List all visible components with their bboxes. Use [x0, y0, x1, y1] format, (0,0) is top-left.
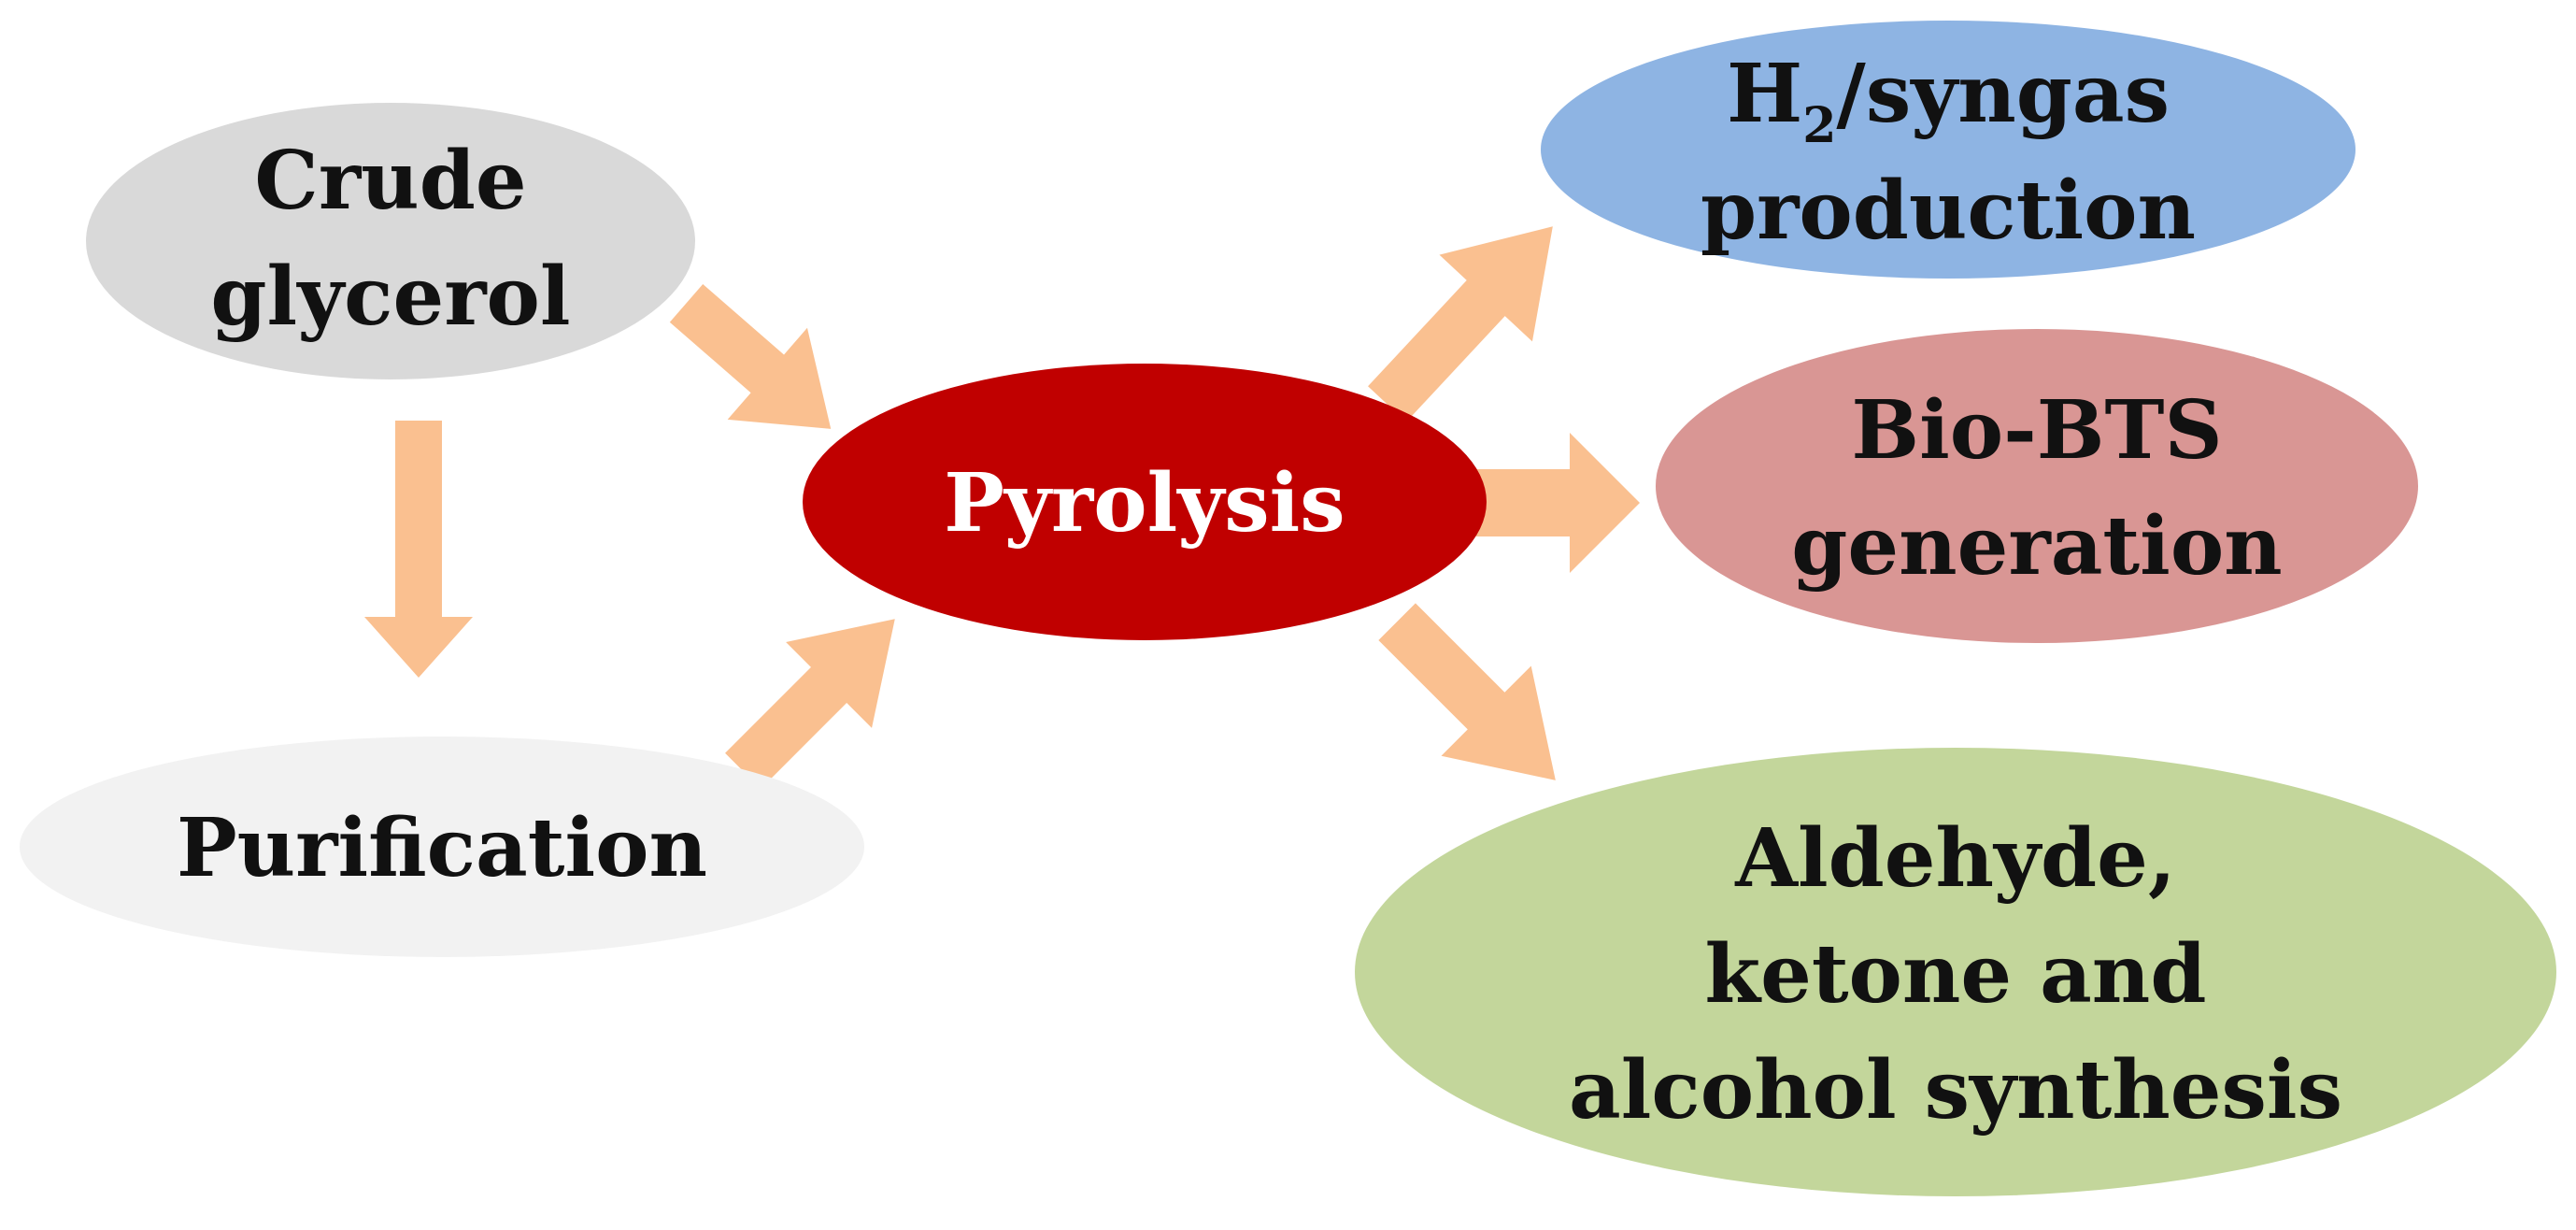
node-crude-glycerol-line-1: Crude	[254, 134, 526, 228]
node-aldehyde-line-2: ketone and	[1705, 927, 2207, 1022]
arrow-pyrolysis-to-h2	[1368, 226, 1553, 422]
h2-rest-text: /syngas	[1836, 47, 2170, 141]
h2-subscript-text: 2	[1802, 97, 1836, 154]
node-h2-syngas: H2/syngas production	[1541, 21, 2355, 279]
node-bio-bts-shape	[1656, 329, 2418, 643]
node-purification-shape	[20, 737, 864, 957]
node-bio-bts: Bio-BTS generation	[1656, 329, 2418, 643]
node-aldehyde-ketone-alcohol: Aldehyde, ketone and alcohol synthesis	[1355, 748, 2556, 1196]
arrows-group	[364, 226, 1640, 789]
node-h2-syngas-line-1: H2/syngas	[1727, 47, 2170, 154]
node-crude-glycerol-shape	[86, 103, 695, 379]
node-pyrolysis-shape	[803, 364, 1487, 640]
arrow-purification-to-pyrolysis	[725, 619, 895, 789]
arrow-crude-to-purification	[364, 421, 473, 678]
node-aldehyde-line-3: alcohol synthesis	[1569, 1043, 2342, 1137]
h2-main-text: H	[1727, 47, 1802, 141]
arrow-pyrolysis-to-biobts	[1476, 433, 1640, 573]
node-bio-bts-line-2: generation	[1791, 499, 2282, 594]
node-crude-glycerol: Crude glycerol	[86, 103, 695, 379]
arrow-crude-to-pyrolysis	[669, 284, 832, 429]
arrow-pyrolysis-to-aldehyde	[1378, 603, 1556, 780]
node-pyrolysis-label: Pyrolysis	[944, 456, 1345, 551]
node-aldehyde-line-1: Aldehyde,	[1734, 811, 2176, 906]
node-h2-syngas-shape	[1541, 21, 2355, 279]
node-crude-glycerol-line-2: glycerol	[210, 250, 570, 344]
node-purification-label: Purification	[177, 801, 707, 895]
node-aldehyde-shape	[1355, 748, 2556, 1196]
node-bio-bts-line-1: Bio-BTS	[1851, 383, 2222, 478]
node-h2-syngas-line-2: production	[1701, 164, 2196, 258]
node-purification: Purification	[20, 737, 864, 957]
node-pyrolysis: Pyrolysis	[803, 364, 1487, 640]
